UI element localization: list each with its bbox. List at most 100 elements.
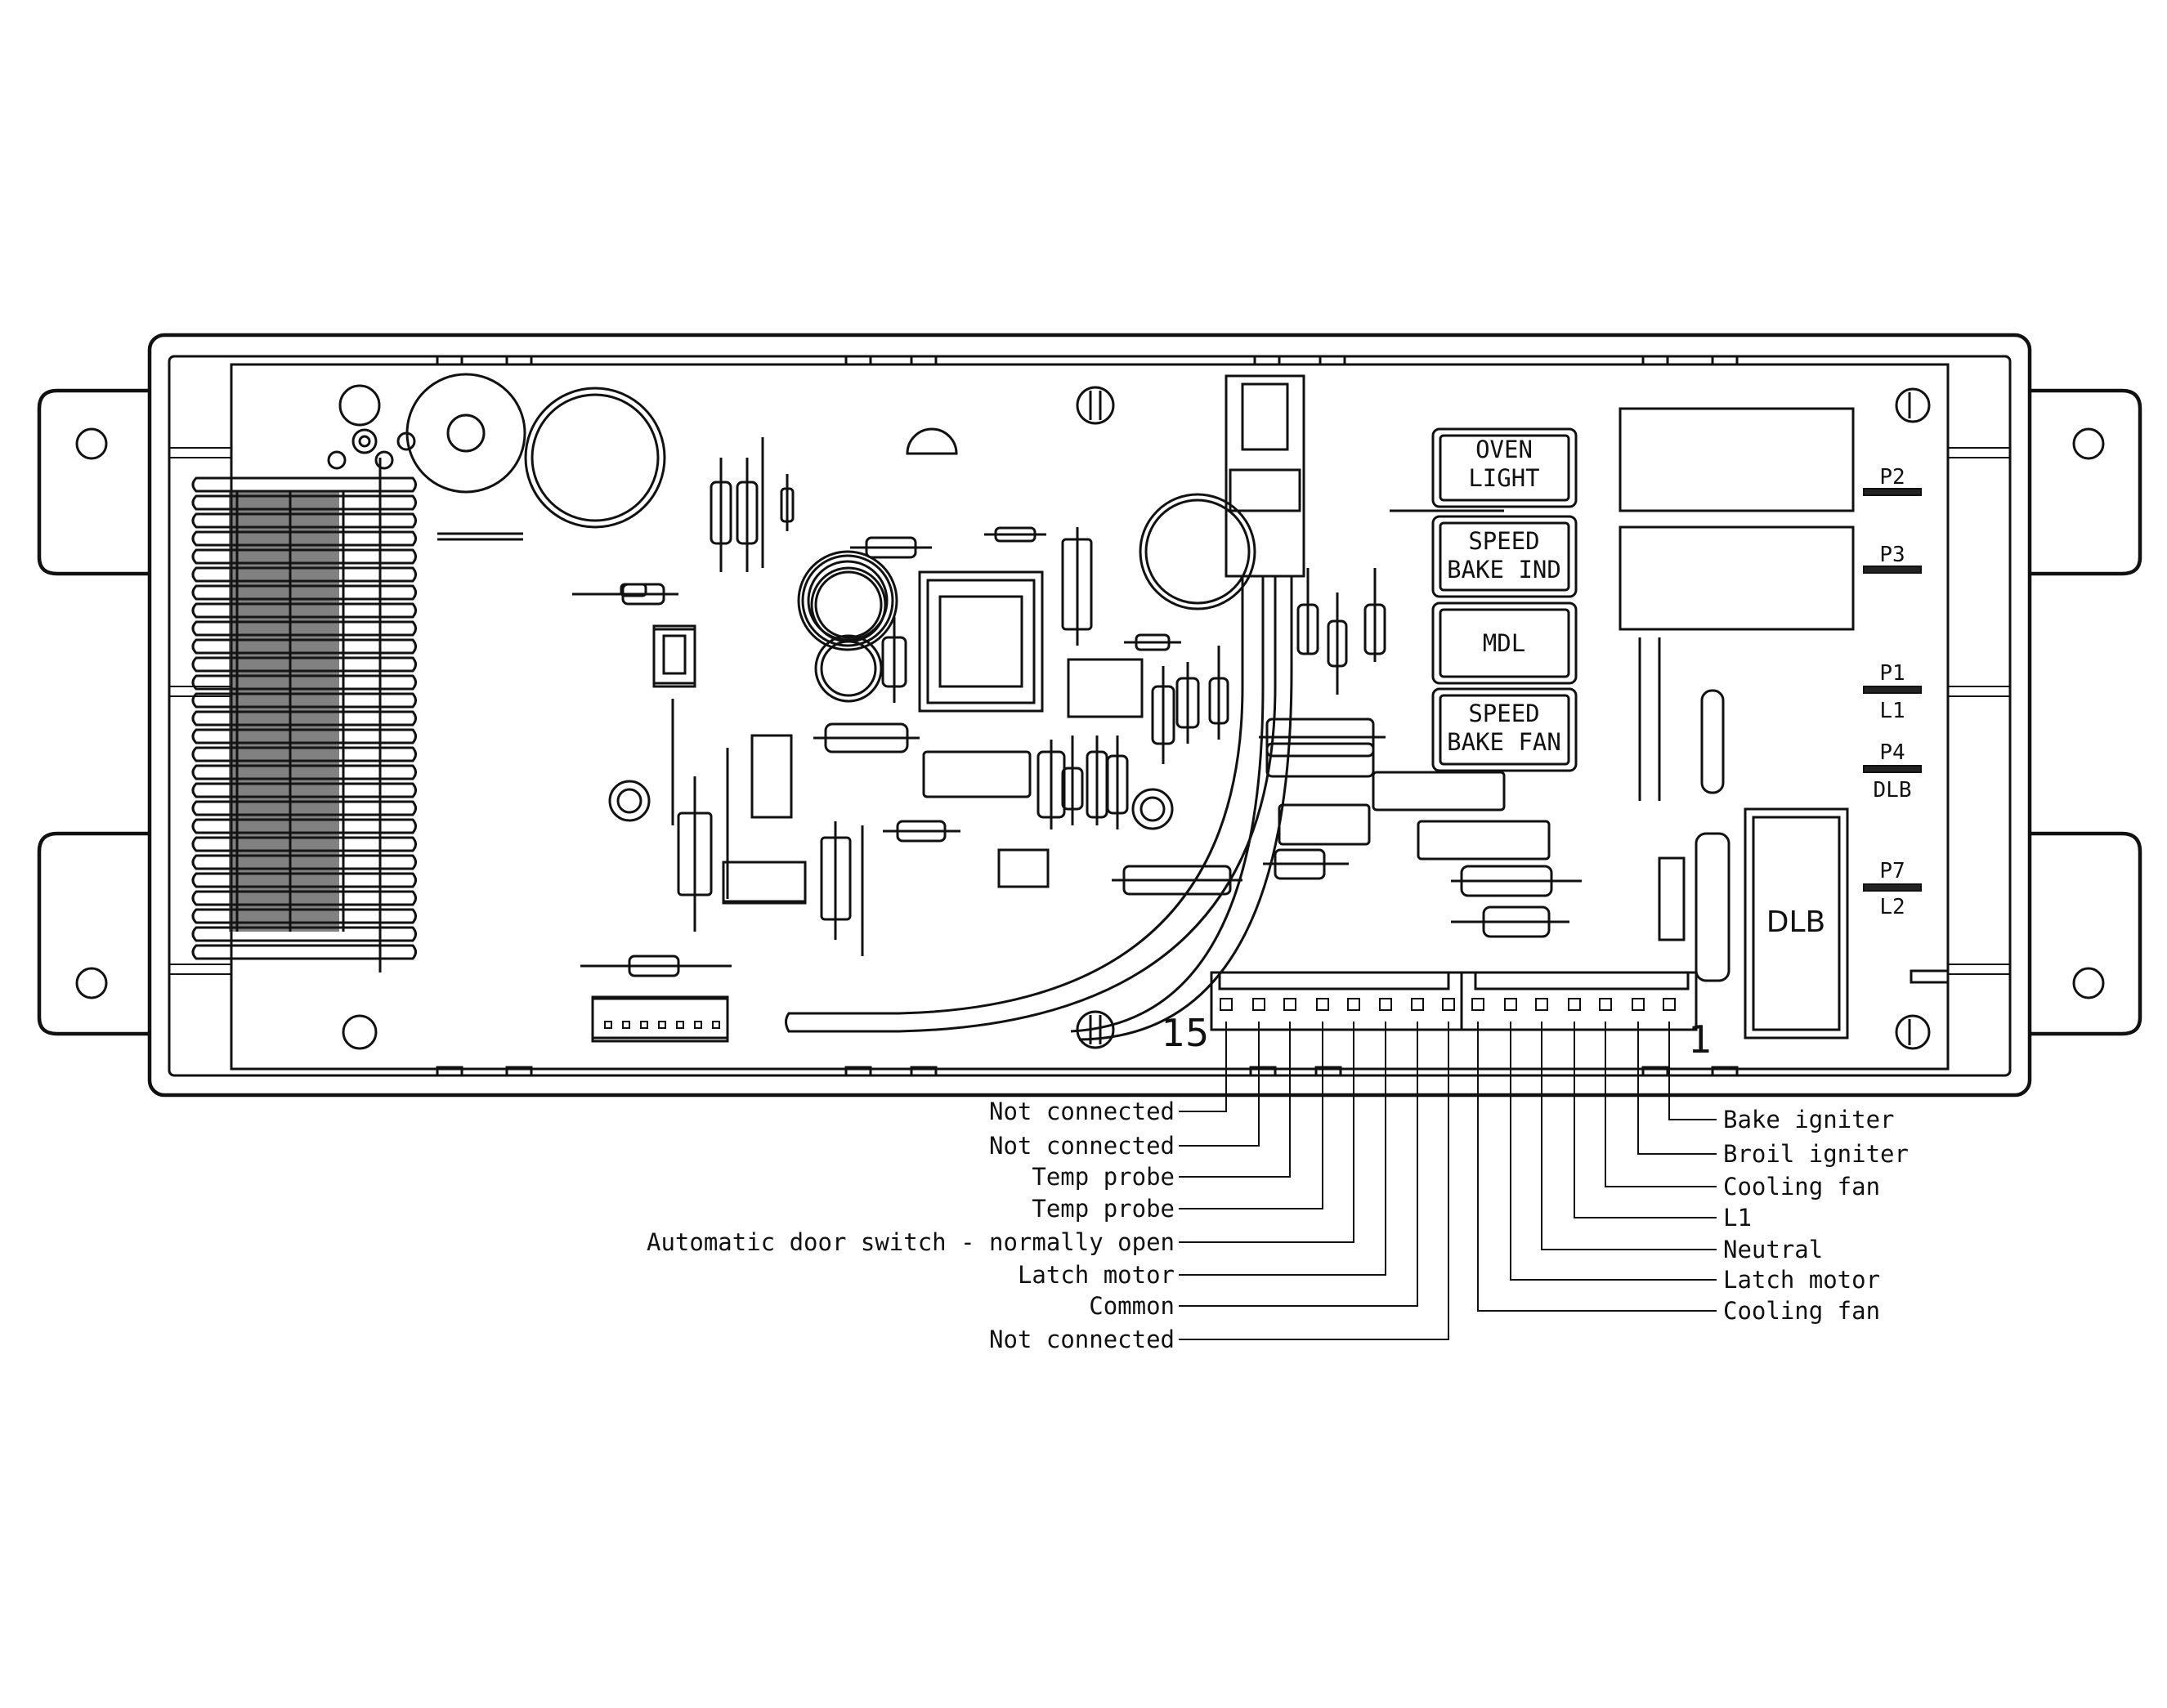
connector-pin	[1252, 998, 1265, 1011]
left-pin-leaders	[1179, 1022, 1449, 1340]
right-leader-line	[1668, 1022, 1717, 1120]
heat-sink-fin	[191, 548, 417, 565]
heat-sink-fin	[191, 746, 417, 762]
heat-sink-fin	[191, 836, 417, 852]
heat-sink	[191, 458, 417, 972]
port-labels: P2 P3 P1 L1 P4 DLB P7 L2	[1863, 465, 1922, 919]
heat-sink-fin	[191, 908, 417, 924]
left-leader-line	[1179, 1022, 1449, 1340]
relay-speed-bake-ind: SPEED BAKE IND	[1431, 515, 1578, 598]
connector-pin	[1535, 998, 1548, 1011]
heat-sink-fin	[191, 818, 417, 834]
pin-label-broil-igniter: Broil igniter	[1723, 1140, 1909, 1168]
connector-pin	[1379, 998, 1392, 1011]
connector-pin	[1283, 998, 1296, 1011]
pin-label-cooling-fan-2: Cooling fan	[1723, 1297, 1880, 1325]
right-pin-leaders	[1477, 1022, 1717, 1312]
dlb-block: DLB	[1744, 807, 1849, 1040]
right-leader-line	[1637, 1022, 1717, 1155]
left-leader-line	[1179, 1022, 1418, 1307]
relay-blocks: OVEN LIGHT SPEED BAKE IND MDL SPEED BAKE…	[1390, 427, 1578, 772]
right-leader-line	[1574, 1022, 1717, 1218]
left-leader-line	[1179, 1022, 1323, 1209]
heat-sink-fin	[191, 476, 417, 493]
pin-label-temp-probe-2: Temp probe	[1032, 1195, 1175, 1223]
heat-sink-fin	[191, 638, 417, 655]
pin-label-not-connected-2: Not connected	[989, 1132, 1175, 1160]
heat-sink-fin	[191, 602, 417, 619]
connector-pin	[1568, 998, 1581, 1011]
connector-pin	[1411, 998, 1424, 1011]
pin-label-l1: L1	[1723, 1204, 1752, 1232]
port-p2-label: P2	[1879, 465, 1905, 490]
relay-speed-bake-ind-line2: BAKE IND	[1447, 556, 1561, 583]
connector-pin	[1471, 998, 1484, 1011]
pin-label-not-connected-3: Not connected	[989, 1326, 1175, 1353]
relay-oven-light-line1: OVEN	[1475, 436, 1533, 463]
relay-oven-light: OVEN LIGHT	[1390, 427, 1578, 512]
relay-speed-bake-fan-line1: SPEED	[1468, 700, 1539, 727]
port-p1-label: P1	[1879, 661, 1905, 686]
left-leader-line	[1179, 1022, 1354, 1243]
heat-sink-fin	[191, 512, 417, 529]
pin-label-not-connected-1: Not connected	[989, 1098, 1175, 1125]
pin-label-cooling-fan-1: Cooling fan	[1723, 1173, 1880, 1201]
heat-sink-fin	[191, 728, 417, 744]
right-leader-line	[1477, 1022, 1717, 1312]
connector-pin	[1220, 998, 1233, 1011]
heat-sink-fin	[191, 494, 417, 511]
pin-1-number: 1	[1688, 1017, 1712, 1062]
pin-label-latch-motor-right: Latch motor	[1723, 1266, 1880, 1294]
heat-sink-fin	[191, 926, 417, 942]
pin-label-automatic-door-switch: Automatic door switch - normally open	[647, 1228, 1175, 1256]
connector-pin	[1663, 998, 1676, 1011]
connector-pin	[1504, 998, 1517, 1011]
port-p7-sub-label: L2	[1879, 895, 1905, 919]
heat-sink-fin	[191, 620, 417, 637]
relay-speed-bake-fan-line2: BAKE FAN	[1447, 728, 1561, 756]
pin-label-neutral: Neutral	[1723, 1236, 1823, 1263]
relay-oven-light-line2: LIGHT	[1468, 464, 1539, 492]
board-components	[327, 373, 1950, 1050]
board-housing	[147, 333, 2032, 1098]
right-leader-line	[1541, 1022, 1717, 1250]
heat-sink-fin	[191, 710, 417, 727]
left-leader-line	[1179, 1022, 1386, 1276]
port-p4-sub-label: DLB	[1874, 778, 1912, 803]
right-leader-line	[1510, 1022, 1717, 1281]
port-p1-sub-label: L1	[1879, 699, 1905, 723]
main-connector: 15 1	[1162, 971, 1713, 1062]
right-leader-line	[1605, 1022, 1717, 1187]
left-leader-line	[1179, 1022, 1291, 1178]
heat-sink-fin	[191, 944, 417, 960]
heat-sink-fin	[191, 692, 417, 709]
connector-pin	[1316, 998, 1329, 1011]
left-leader-line	[1179, 1022, 1260, 1147]
right-pin-labels: Bake igniter Broil igniter Cooling fan L…	[1723, 1106, 1909, 1325]
heat-sink-fin	[191, 656, 417, 673]
heat-sink-fin	[191, 782, 417, 798]
heat-sink-fin	[191, 566, 417, 583]
connector-pin	[1632, 998, 1645, 1011]
dlb-label: DLB	[1766, 905, 1825, 939]
heat-sink-fin	[191, 890, 417, 906]
port-p3-label: P3	[1879, 543, 1905, 567]
port-p4-label: P4	[1879, 740, 1905, 765]
heat-sink-fin	[191, 584, 417, 601]
connector-pin	[1347, 998, 1360, 1011]
port-p7-label: P7	[1879, 859, 1905, 883]
relay-mdl-label: MDL	[1483, 629, 1525, 657]
connector-pin	[1442, 998, 1455, 1011]
pin-label-common: Common	[1089, 1292, 1175, 1320]
relay-speed-bake-fan: SPEED BAKE FAN	[1431, 687, 1578, 772]
relay-mdl: MDL	[1431, 601, 1578, 685]
heat-sink-fin	[191, 530, 417, 547]
left-pin-labels: Not connected Not connected Temp probe T…	[647, 1098, 1175, 1353]
heat-sink-fin	[191, 872, 417, 888]
pin-label-temp-probe-1: Temp probe	[1032, 1163, 1175, 1191]
heat-sink-fin	[191, 800, 417, 816]
pin-15-number: 15	[1162, 1011, 1210, 1055]
pin-label-bake-igniter: Bake igniter	[1723, 1106, 1895, 1133]
heat-sink-fin	[191, 854, 417, 870]
